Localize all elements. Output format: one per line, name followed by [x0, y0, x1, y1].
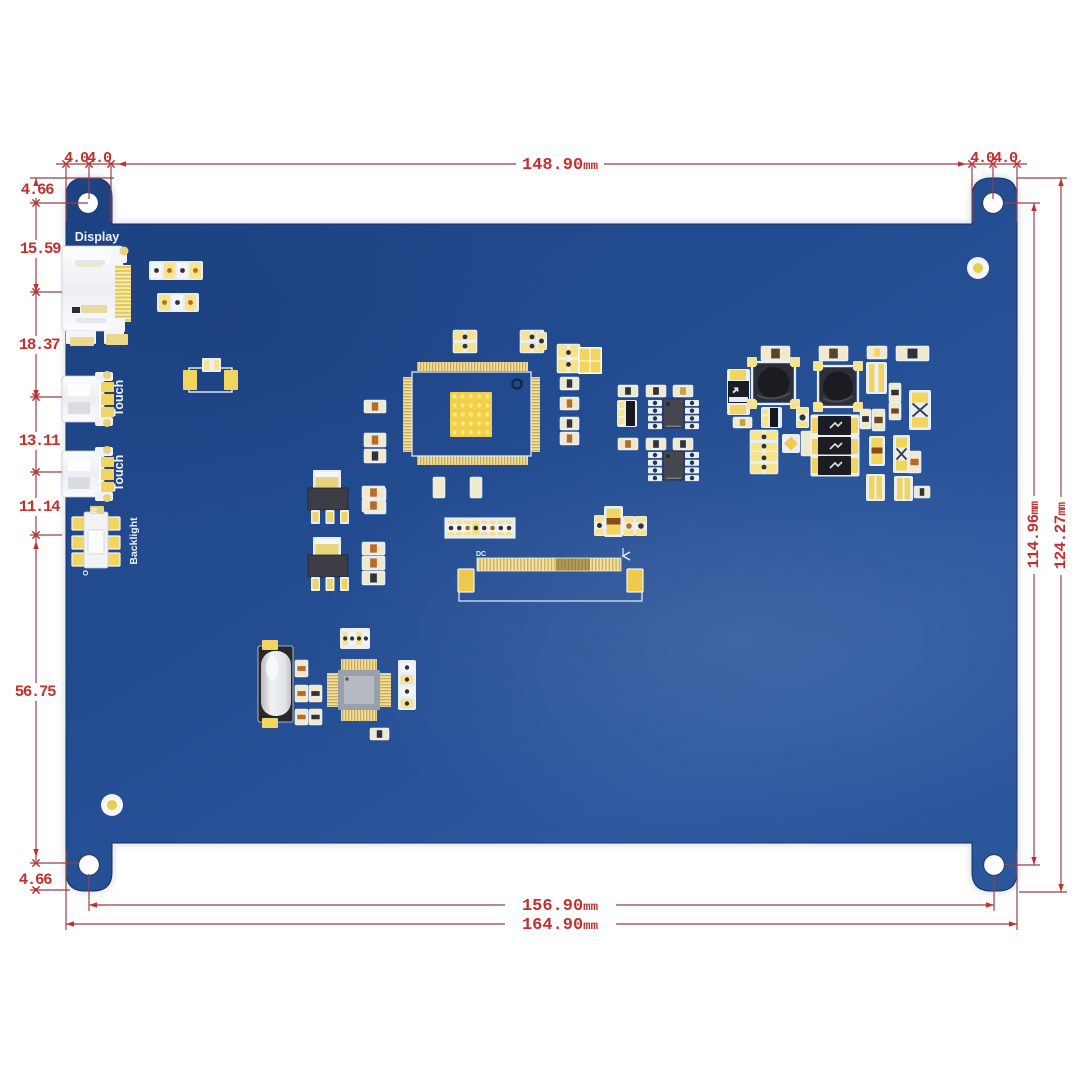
svg-text:4.0: 4.0	[993, 149, 1018, 167]
svg-text:15.59: 15.59	[20, 240, 61, 258]
svg-text:13.11: 13.11	[19, 432, 60, 450]
svg-text:4.0: 4.0	[87, 149, 112, 167]
svg-text:164.90mm: 164.90mm	[522, 916, 598, 935]
svg-text:156.90mm: 156.90mm	[522, 897, 598, 916]
svg-text:4.0: 4.0	[970, 149, 995, 167]
svg-text:4.0: 4.0	[64, 149, 89, 167]
svg-text:56.75: 56.75	[15, 683, 56, 701]
svg-text:Touch: Touch	[112, 380, 126, 417]
svg-text:114.96mm: 114.96mm	[1025, 501, 1043, 568]
svg-text:4.66: 4.66	[19, 871, 52, 889]
svg-text:ON: ON	[89, 508, 99, 521]
svg-text:Touch: Touch	[112, 455, 126, 492]
svg-text:11.14: 11.14	[19, 498, 60, 516]
svg-text:18.37: 18.37	[19, 336, 60, 354]
svg-text:4.66: 4.66	[21, 181, 54, 199]
svg-text:DC: DC	[476, 551, 486, 558]
svg-text:148.90mm: 148.90mm	[522, 156, 598, 175]
svg-text:Backlight: Backlight	[128, 517, 140, 565]
svg-text:Display: Display	[75, 230, 120, 244]
svg-text:124.27mm: 124.27mm	[1052, 502, 1070, 569]
svg-text:O: O	[81, 570, 90, 576]
